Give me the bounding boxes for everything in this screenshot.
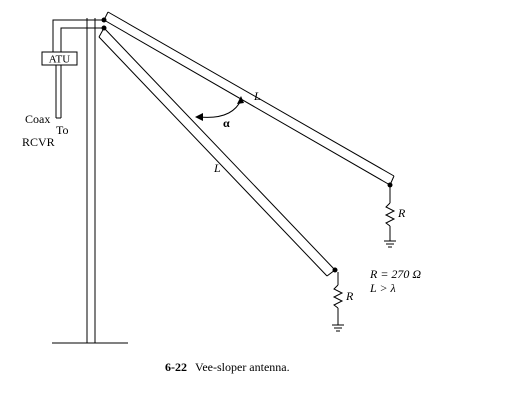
upper-resistor-label: R [397, 206, 406, 220]
length-note: L > λ [369, 281, 396, 295]
mast [86, 18, 96, 343]
coax-cable [55, 65, 62, 119]
rcvr-label: RCVR [22, 135, 55, 149]
upper-ground-symbol [384, 240, 396, 248]
lower-resistor [332, 272, 344, 325]
to-label: To [56, 123, 69, 137]
lower-length-label: L [213, 161, 221, 175]
lower-resistor-label: R [345, 289, 354, 303]
angle-label: α [223, 116, 230, 130]
caption-number: 6-22 [165, 360, 187, 374]
lower-element [98, 27, 336, 277]
coax-label: Coax [25, 112, 50, 126]
atu-box: ATU [41, 51, 78, 66]
caption-text: Vee-sloper antenna. [195, 360, 290, 374]
upper-feed-point [101, 17, 107, 23]
upper-length-label: L [253, 89, 261, 103]
upper-element [103, 11, 395, 186]
feed-line [52, 19, 104, 52]
atu-label: ATU [49, 54, 70, 66]
angle-arc [195, 96, 244, 121]
lower-end-point [332, 267, 338, 273]
upper-resistor [384, 185, 396, 241]
resistance-note: R = 270 Ω [369, 267, 421, 281]
lower-ground-symbol [332, 324, 344, 332]
lower-feed-point [101, 25, 107, 31]
